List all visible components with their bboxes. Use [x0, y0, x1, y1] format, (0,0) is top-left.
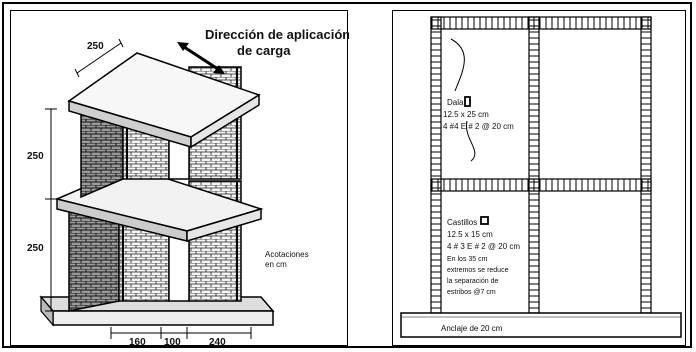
elevation-drawing: Anclaje de 20 cm Dala 12.5 x 25 cm 4 #4 …: [400, 16, 682, 338]
beam-middle: [430, 178, 652, 192]
dimension-top: [74, 38, 124, 78]
note-line2: extremos se reduce: [447, 267, 509, 274]
dimension-low-label: 250: [27, 243, 44, 254]
dimension-top-label: 250: [87, 41, 104, 52]
dimension-mid-label: 250: [27, 151, 44, 162]
dimension-base3-label: 240: [209, 337, 226, 347]
elevation-panel: Anclaje de 20 cm Dala 12.5 x 25 cm 4 #4 …: [392, 10, 686, 346]
units-note-line2: en cm: [265, 260, 287, 269]
units-note-line1: Acotaciones: [265, 250, 309, 259]
column-left: [430, 16, 442, 314]
castillos-label: Castillos: [447, 218, 477, 227]
isometric-model-drawing: Dirección de aplicación de carga 250 250…: [27, 27, 349, 347]
dimension-vertical-chain: [45, 108, 57, 312]
dala-label: Dala: [447, 98, 464, 107]
dala-section-icon: [464, 96, 471, 107]
load-direction-arrow: [177, 42, 225, 74]
castillos-size: 12.5 x 15 cm: [447, 230, 493, 239]
column-right: [640, 16, 652, 314]
column-center: [528, 16, 540, 314]
dimension-base2-label: 100: [164, 337, 181, 347]
castillos-section-icon: [480, 216, 489, 225]
castillos-rebar: 4 # 3 E # 2 @ 20 cm: [447, 242, 520, 251]
dimension-base-chain: [110, 327, 252, 339]
load-direction-subtitle: de carga: [237, 43, 291, 58]
roof-slab: [67, 52, 261, 149]
dimension-base1-label: 160: [129, 337, 146, 347]
note-line1: En los 35 cm: [447, 256, 488, 263]
dala-rebar: 4 #4 E # 2 @ 20 cm: [443, 122, 514, 131]
dala-callout-leader: [450, 38, 476, 162]
note-line4: estribos @7 cm: [447, 289, 496, 296]
dala-size: 12.5 x 25 cm: [443, 110, 489, 119]
beam-top: [430, 16, 652, 30]
figure-frame: Dirección de aplicación de carga 250 250…: [2, 2, 692, 348]
load-direction-title: Dirección de aplicación: [205, 27, 349, 42]
note-line3: la separación de: [447, 278, 498, 285]
anchor-base: [400, 312, 682, 338]
anchor-label: Anclaje de 20 cm: [441, 324, 503, 333]
isometric-model-panel: Dirección de aplicación de carga 250 250…: [10, 10, 349, 347]
